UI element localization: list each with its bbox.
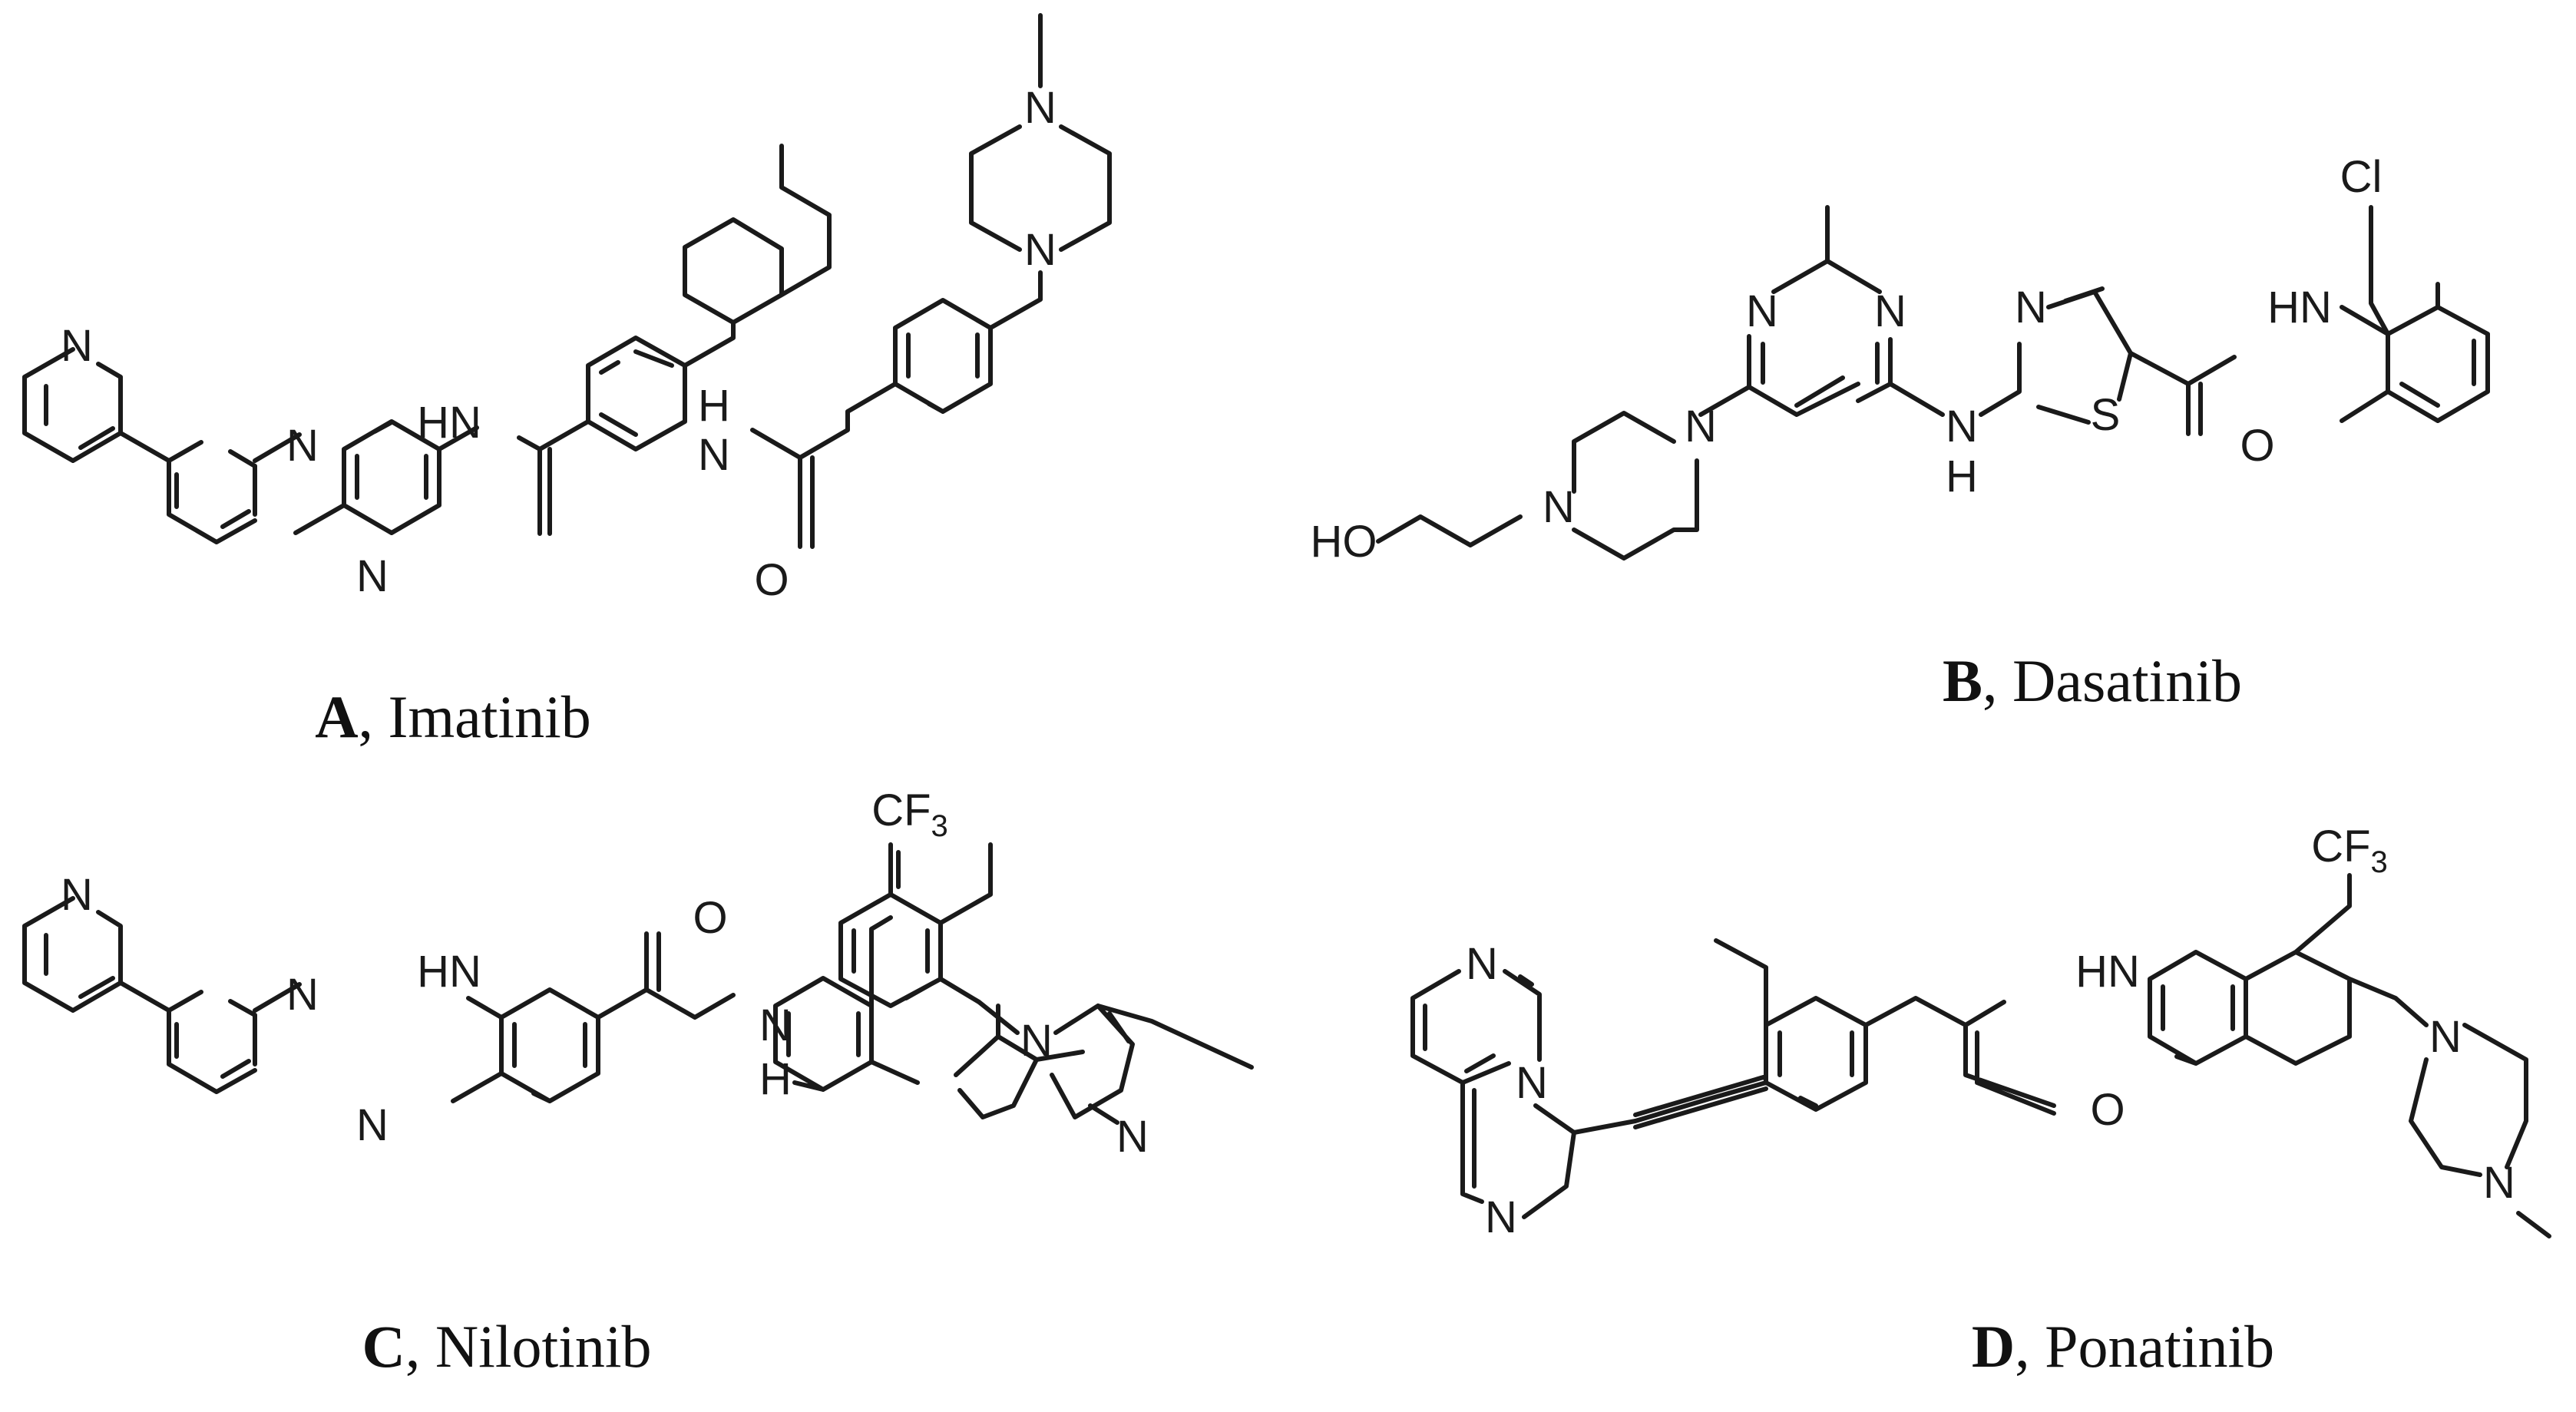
nilotinib-amide-h: H bbox=[759, 1054, 792, 1104]
dasatinib-amide-o: O bbox=[2240, 421, 2274, 471]
nilotinib-pyridine-n: N bbox=[61, 870, 93, 920]
imatinib-structure: N N N HN H N O N N bbox=[22, 13, 1112, 605]
dasatinib-linker-h: H bbox=[1946, 451, 1978, 501]
ponatinib-structure: N N N HN O CF3 N N bbox=[1410, 822, 2551, 1242]
ponatinib-bridge-n: N bbox=[1516, 1058, 1548, 1108]
nilotinib-right-bonds bbox=[838, 842, 1254, 1125]
imatinib-piperazine-n-bottom: N bbox=[1024, 225, 1057, 275]
imatinib-right-bonds bbox=[750, 13, 1112, 549]
ponatinib-cf3: CF3 bbox=[2311, 822, 2388, 879]
dasatinib-pyrimidine-n-left: N bbox=[1746, 286, 1778, 336]
imatinib-nh: HN bbox=[417, 398, 481, 448]
nilotinib-amide-o: O bbox=[693, 893, 727, 943]
nilotinib-structure: N N N HN O N H CF3 N N bbox=[22, 785, 1254, 1162]
imatinib-pyrimidine-n2: N bbox=[356, 551, 389, 601]
dasatinib-thiazole-s: S bbox=[2091, 390, 2121, 440]
nilotinib-amide-n: N bbox=[759, 1000, 792, 1050]
imatinib-pyridine-n: N bbox=[61, 321, 93, 371]
ponatinib-piperazine-n-top: N bbox=[2429, 1012, 2462, 1062]
imatinib-amide-n: N bbox=[698, 430, 730, 480]
nilotinib-imidazole-n1: N bbox=[1020, 1016, 1053, 1066]
dasatinib-piperazine-n-left: N bbox=[1543, 482, 1575, 532]
dasatinib-ho: HO bbox=[1311, 517, 1377, 567]
dasatinib-caption: B, Dasatinib bbox=[1943, 647, 2242, 714]
ponatinib-bonds bbox=[1410, 873, 2551, 1238]
imatinib-amide-o: O bbox=[754, 555, 789, 605]
dasatinib-linker-n: N bbox=[1946, 402, 1978, 451]
dasatinib-pyrimidine-n-right: N bbox=[1874, 286, 1906, 336]
imatinib-pyrimidine-n1: N bbox=[286, 421, 319, 471]
ponatinib-amide-o: O bbox=[2090, 1085, 2125, 1135]
ponatinib-piperazine-n-bottom: N bbox=[2483, 1158, 2515, 1208]
ponatinib-pyridazine-n-top: N bbox=[1466, 939, 1498, 989]
nilotinib-bonds bbox=[22, 896, 1085, 1119]
nilotinib-caption: C, Nilotinib bbox=[362, 1313, 651, 1380]
dasatinib-amide-hn: HN bbox=[2267, 283, 2332, 332]
imatinib-bonds bbox=[22, 144, 832, 544]
ponatinib-amide-hn: HN bbox=[2075, 947, 2140, 997]
imatinib-amide-h: H bbox=[698, 381, 730, 431]
dasatinib-chlorine: Cl bbox=[2340, 152, 2383, 202]
dasatinib-bonds bbox=[1376, 205, 2490, 561]
dasatinib-thiazole-n: N bbox=[2015, 283, 2047, 332]
ponatinib-caption: D, Ponatinib bbox=[1972, 1313, 2274, 1380]
ponatinib-imidazole-n: N bbox=[1485, 1192, 1517, 1242]
nilotinib-imidazole-n3: N bbox=[1116, 1112, 1149, 1162]
dasatinib-structure: HO N N N N N H N S HN O Cl bbox=[1311, 152, 2490, 567]
nilotinib-pyrimidine-n2: N bbox=[356, 1100, 389, 1150]
imatinib-piperazine-n-top: N bbox=[1024, 83, 1057, 133]
nilotinib-pyrimidine-n1: N bbox=[286, 970, 319, 1020]
nilotinib-cf3: CF3 bbox=[871, 785, 948, 843]
imatinib-caption: A, Imatinib bbox=[315, 683, 591, 750]
nilotinib-nh: HN bbox=[417, 947, 481, 997]
